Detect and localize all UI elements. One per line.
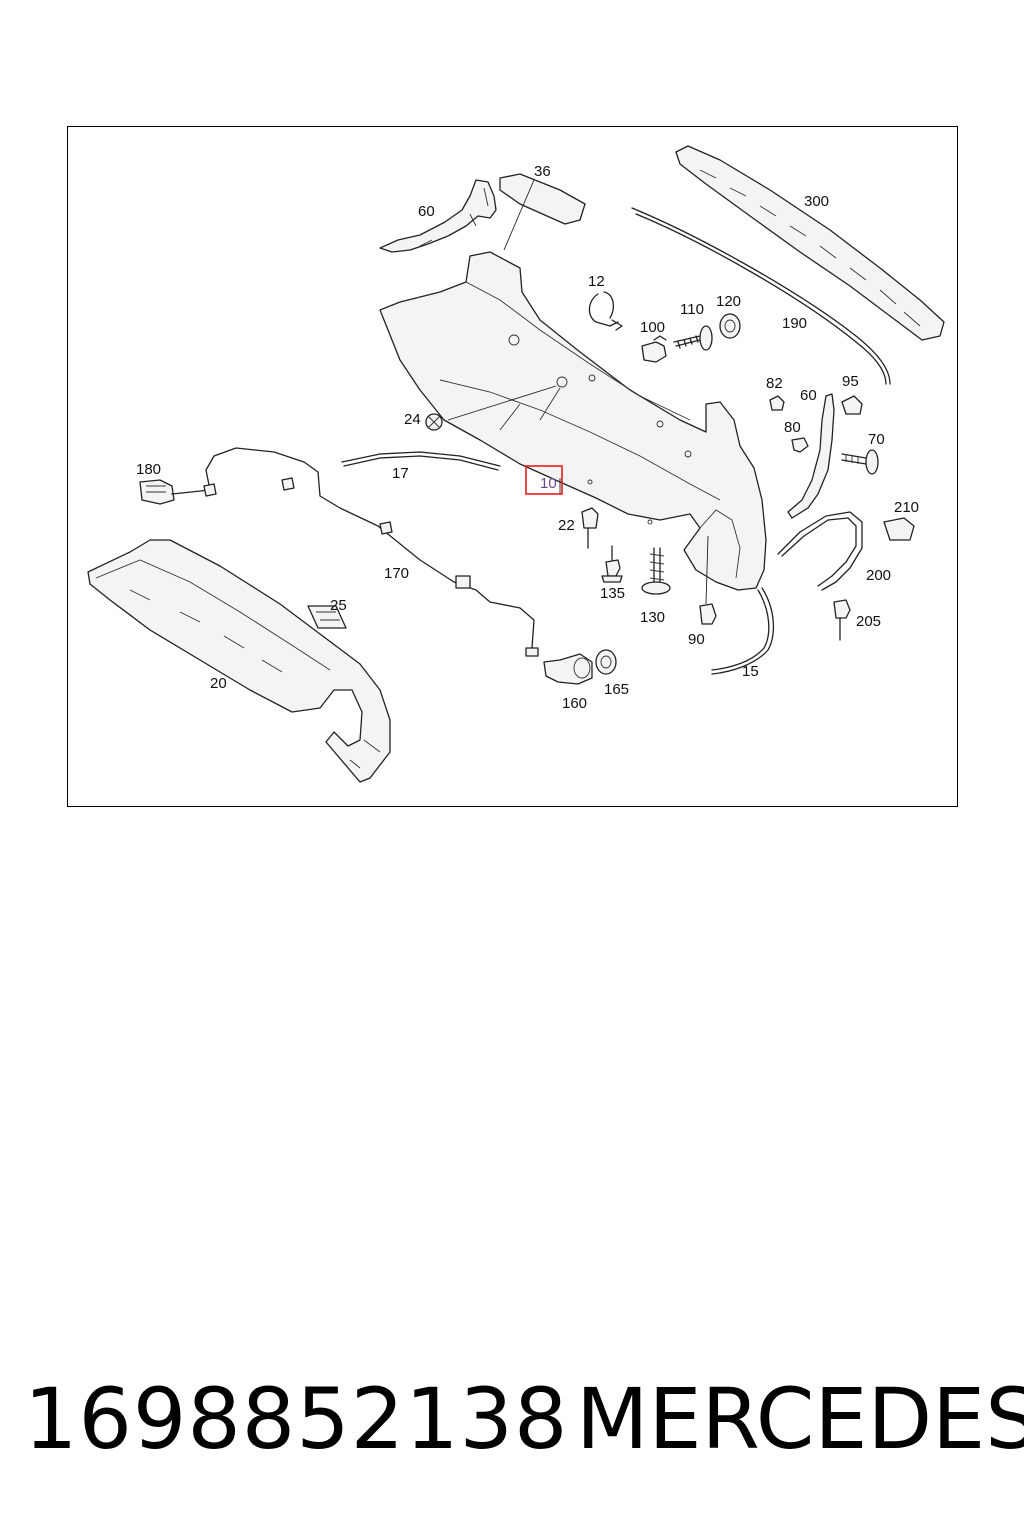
part-80-clip	[791, 437, 809, 453]
callout-180: 180	[136, 461, 161, 478]
footer-brand: MERCEDES	[576, 1370, 1024, 1468]
callout-100: 100	[640, 319, 665, 336]
callout-24: 24	[404, 411, 421, 428]
part-110-screw	[673, 325, 713, 351]
callout-165: 165	[604, 681, 629, 698]
part-17-strip	[341, 451, 501, 471]
part-165-ring	[595, 649, 617, 675]
part-60-right-bracket	[787, 393, 835, 519]
part-190-trim	[631, 207, 891, 385]
callout-210: 210	[894, 499, 919, 516]
callout-22: 22	[558, 517, 575, 534]
part-95-grommet	[841, 395, 863, 415]
part-90-nut	[699, 535, 717, 625]
callout-160: 160	[562, 695, 587, 712]
part-25-plate	[307, 605, 347, 629]
part-12-cap	[588, 291, 623, 331]
part-200-bracket	[777, 511, 863, 591]
callout-82: 82	[766, 375, 783, 392]
part-60-left-bracket	[379, 179, 497, 253]
callout-130: 130	[640, 609, 665, 626]
callout-60: 60	[418, 203, 435, 220]
part-120-grommet	[719, 313, 741, 339]
part-210-block	[883, 517, 915, 541]
callout-135: 135	[600, 585, 625, 602]
callout-25: 25	[330, 597, 347, 614]
callout-70: 70	[868, 431, 885, 448]
part-300-strip	[675, 145, 945, 341]
part-10-bumper	[379, 251, 767, 591]
footer-part-number: 1698852138	[24, 1370, 569, 1468]
callout-15: 15	[742, 663, 759, 680]
callout-90: 90	[688, 631, 705, 648]
callout-17: 17	[392, 465, 409, 482]
callout-10: 10	[540, 475, 557, 492]
part-36-reflector	[499, 173, 586, 251]
part-15-strip	[711, 587, 775, 675]
callout-200: 200	[866, 567, 891, 584]
callout-20: 20	[210, 675, 227, 692]
part-180-connector	[139, 479, 175, 505]
part-100-clip	[641, 335, 667, 363]
callout-170: 170	[384, 565, 409, 582]
callout-95: 95	[842, 373, 859, 390]
part-160-sensor	[543, 653, 593, 685]
callout-190: 190	[782, 315, 807, 332]
part-205-clip	[833, 599, 851, 641]
callout-60-right: 60	[800, 387, 817, 404]
part-24-clip	[425, 413, 443, 431]
part-20-diffuser	[87, 539, 391, 783]
part-22-clip	[581, 507, 599, 549]
callout-12: 12	[588, 273, 605, 290]
part-82-nut	[769, 395, 785, 411]
callout-80: 80	[784, 419, 801, 436]
part-70-screw	[841, 449, 879, 475]
callout-110: 110	[680, 301, 704, 318]
part-170-harness	[171, 447, 539, 657]
part-135-screw	[601, 545, 623, 583]
callout-205: 205	[856, 613, 881, 630]
callout-300: 300	[804, 193, 829, 210]
part-130-screw	[641, 547, 671, 595]
callout-36: 36	[534, 163, 551, 180]
callout-120: 120	[716, 293, 741, 310]
highlight-box	[525, 465, 563, 495]
